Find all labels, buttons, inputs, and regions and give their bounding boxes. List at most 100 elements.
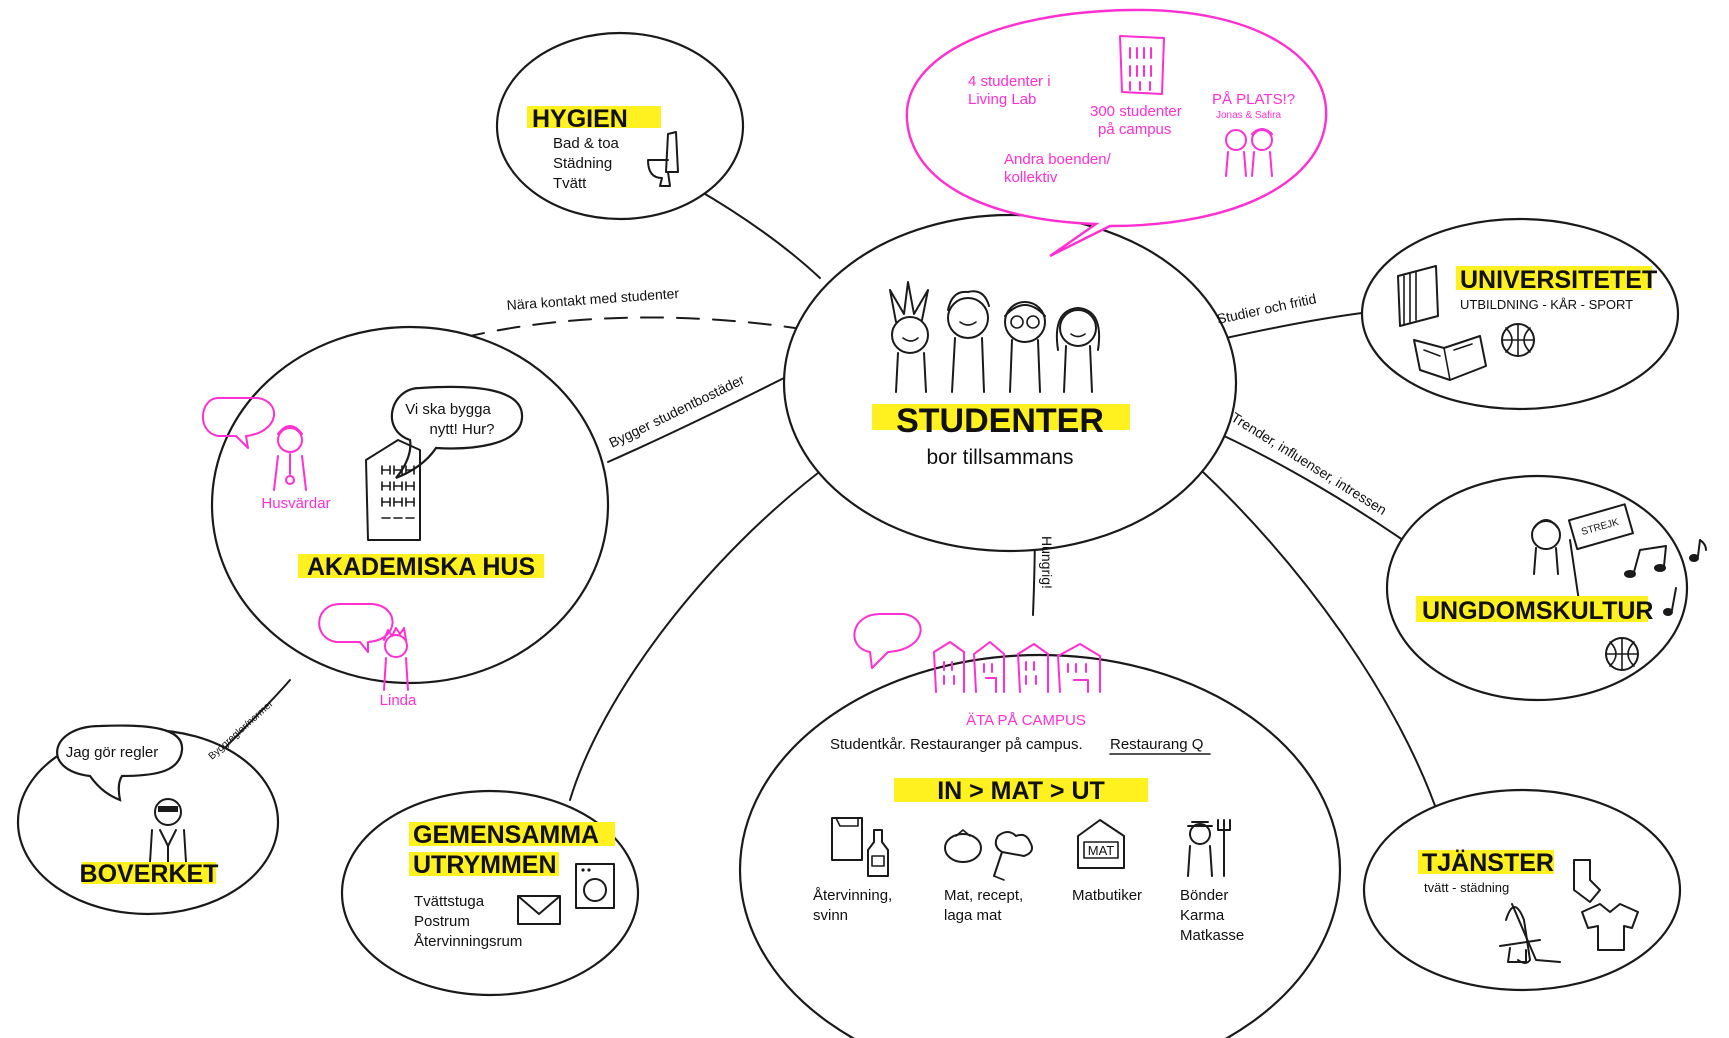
akademiska-node: Husvärdar Vi ska bygga nytt! Hur? AKADEM… — [202, 385, 544, 709]
hygien-item: Bad & toa — [553, 135, 620, 152]
speech-top: 4 studenter i Living Lab 300 studenter p… — [905, 8, 1328, 258]
ata-speech-icon — [853, 613, 922, 669]
bottle-icon — [867, 829, 889, 877]
tjanster-title: TJÄNSTER — [1422, 849, 1554, 877]
ata-col4-line: Matkasse — [1180, 927, 1244, 944]
boverket-speech-bubble — [56, 724, 184, 802]
center-node: STUDENTER bor tillsammans — [872, 281, 1130, 469]
toilet-icon — [647, 131, 679, 187]
ata-col1-line: Återvinning, — [813, 887, 892, 904]
sock-icon — [1573, 859, 1601, 903]
edge-hygien — [694, 187, 821, 279]
edge-label-byggregler: Byggregler/normer — [207, 698, 276, 762]
gemensamma-highlight-b — [409, 852, 559, 876]
ata-col4-line: Bönder — [1180, 887, 1228, 904]
gemensamma-item: Återvinningsrum — [414, 933, 522, 950]
universitetet-title: UNIVERSITETET — [1460, 266, 1657, 294]
edge-label-bygger: Bygger studentbostäder — [606, 371, 747, 451]
ata-col2-line: laga mat — [944, 907, 1002, 924]
music-notes-icon — [1624, 539, 1707, 616]
ata-node: ÄTA PÅ CAMPUS Studentkår. Restauranger p… — [813, 613, 1244, 944]
recycling-bag-icon — [831, 817, 863, 861]
speech-top-line1b: Living Lab — [968, 91, 1036, 108]
edge-gemensamma — [569, 459, 836, 801]
gemensamma-item: Postrum — [414, 913, 470, 930]
ata-title: ÄTA PÅ CAMPUS — [966, 712, 1086, 729]
edge-label-nara: Nära kontakt med studenter — [506, 285, 680, 313]
center-title: STUDENTER — [896, 402, 1104, 440]
speech-top-line3b: kollektiv — [1004, 169, 1058, 186]
washing-machine-icon — [575, 863, 615, 909]
gemensamma-title-b: UTRYMMEN — [413, 851, 557, 879]
hygien-title: HYGIEN — [532, 105, 628, 133]
shop-icon: MAT — [1077, 819, 1125, 869]
gemensamma-title-a: GEMENSAMMA — [413, 821, 599, 849]
edge-label-hungrig: Hungrig! — [1039, 536, 1055, 589]
universitetet-highlight — [1456, 266, 1652, 290]
tjanster-node: TJÄNSTER tvätt - städning — [1418, 849, 1639, 964]
farmer-icon — [1187, 819, 1231, 877]
ata-col3-line: Matbutiker — [1072, 887, 1142, 904]
shop-sign: MAT — [1088, 843, 1115, 858]
husvardar-speech-icon — [202, 397, 275, 449]
gemensamma-node: GEMENSAMMA UTRYMMEN Tvättstuga Postrum Å… — [409, 821, 615, 950]
bubble-ungdom — [1385, 474, 1689, 702]
gemensamma-item: Tvättstuga — [414, 893, 485, 910]
manager-icon — [149, 798, 187, 863]
ungdom-highlight — [1416, 596, 1648, 622]
houses-icon — [933, 641, 1101, 693]
linda-person-icon — [383, 627, 409, 691]
open-book-icon — [1413, 335, 1487, 381]
ata-flow-highlight — [894, 778, 1148, 802]
hygien-node: HYGIEN Bad & toa Städning Tvätt — [527, 105, 679, 192]
center-subtitle: bor tillsammans — [926, 446, 1073, 469]
gemensamma-highlight-a — [409, 822, 615, 846]
boverket-title: BOVERKET — [80, 860, 219, 888]
edge-ungdom — [1199, 424, 1411, 546]
jonas-safira-icon — [1225, 128, 1273, 177]
universitetet-subtitle: UTBILDNING - KÅR - SPORT — [1460, 297, 1633, 312]
vacuum-icon — [1499, 903, 1561, 964]
speech-top-line2b: på campus — [1098, 121, 1171, 138]
speech-top-line4b: Jonas & Safira — [1216, 110, 1281, 121]
ata-col1-line: svinn — [813, 907, 848, 924]
broccoli-icon — [993, 831, 1033, 881]
center-title-highlight — [872, 404, 1130, 430]
edge-label-trender: Trender, influenser, intressen — [1228, 409, 1389, 518]
tshirt-icon — [1581, 903, 1639, 951]
boverket-node: Jag gör regler BOVERKET — [56, 724, 219, 888]
edge-label-studier: Studier och fritid — [1215, 290, 1317, 327]
edge-akademiska — [607, 374, 791, 463]
linda-speech-icon — [318, 603, 394, 653]
tomato-icon — [944, 829, 982, 863]
linda-label: Linda — [380, 692, 417, 709]
speech-top-outline — [905, 8, 1328, 258]
ungdom-node: STREJK UNGDOMSKULTUR — [1416, 503, 1707, 671]
universitetet-node: UNIVERSITETET UTBILDNING - KÅR - SPORT — [1397, 265, 1657, 381]
speech-top-line1a: 4 studenter i — [968, 73, 1051, 90]
ata-desc-a: Studentkår. Restauranger på campus. — [830, 736, 1083, 753]
edge-tjanster — [1189, 459, 1441, 821]
basketball-icon — [1605, 637, 1639, 671]
basketball-icon — [1501, 323, 1535, 357]
ungdom-title: UNGDOMSKULTUR — [1422, 597, 1653, 625]
ata-col4-line: Karma — [1180, 907, 1225, 924]
husvardar-person-icon — [273, 425, 307, 491]
ata-flow: IN > MAT > UT — [937, 777, 1105, 805]
books-icon — [1397, 265, 1439, 327]
bubble-tjanster — [1362, 788, 1682, 992]
speech-top-line2a: 300 studenter — [1090, 103, 1182, 120]
hygien-item: Tvätt — [553, 175, 587, 192]
tjanster-highlight — [1418, 850, 1554, 874]
akademiska-speech-a: Vi ska bygga — [405, 401, 491, 418]
ata-col2-line: Mat, recept, — [944, 887, 1023, 904]
tjanster-subtitle: tvätt - städning — [1424, 880, 1509, 895]
boverket-highlight — [82, 862, 216, 884]
speech-top-line4a: PÅ PLATS!? — [1212, 91, 1295, 108]
hygien-item: Städning — [553, 155, 612, 172]
akademiska-highlight — [298, 554, 544, 578]
ata-desc-b: Restaurang Q — [1110, 736, 1203, 753]
akademiska-speech-bubble — [390, 385, 524, 480]
boverket-speech: Jag gör regler — [66, 744, 159, 761]
